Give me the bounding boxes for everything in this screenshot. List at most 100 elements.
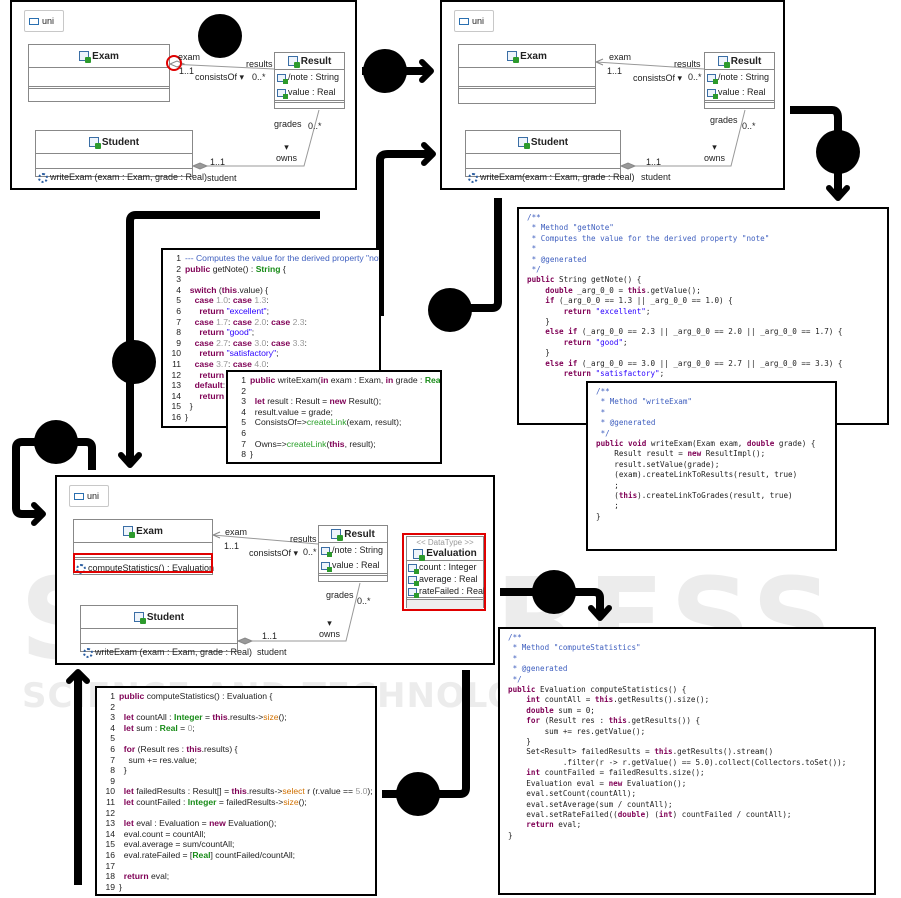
class-result[interactable]: Result /note : String value : Real	[318, 525, 388, 582]
code-line: 19}	[101, 882, 371, 893]
class-icon	[517, 137, 530, 149]
class-evaluation[interactable]: << DataType >> Evaluation count : Intege…	[406, 536, 485, 609]
attribute-icon	[408, 575, 419, 586]
attribute-value[interactable]: value : Real	[321, 558, 385, 573]
assoc-owns[interactable]: ▾owns	[319, 618, 341, 639]
code-line: }	[527, 317, 550, 327]
code-line: 1--- Computes the value for the derived …	[167, 253, 379, 264]
code-computestatistics-java: /** * Method "computeStatistics" * * @ge…	[498, 627, 876, 895]
class-exam[interactable]: Exam computeStatistics() : Evaluation	[73, 519, 214, 575]
code-line: return "excellent";	[563, 306, 651, 316]
assoc-consistsof[interactable]: consistsOf ▾	[195, 72, 245, 82]
code-line: 10 let failedResults : Result[] = this.r…	[101, 786, 372, 797]
line-number: 4	[176, 284, 181, 295]
line-number: 13	[105, 818, 115, 829]
connector-7	[500, 588, 604, 615]
attribute-value[interactable]: value : Real	[707, 85, 772, 100]
code-line: 10 return "satisfactory";	[167, 348, 375, 359]
package-tab[interactable]: uni	[69, 485, 109, 507]
code-line: }	[527, 348, 550, 358]
code-line: 4 switch (this.value) {	[167, 285, 375, 296]
line-number: 4	[241, 406, 246, 417]
attribute-note[interactable]: /note : String	[277, 70, 342, 85]
class-name: Result	[300, 55, 332, 67]
code-writeexam-java: /** * Method "writeExam" * * @generated …	[586, 381, 837, 551]
code-line: 7 sum += res.value;	[101, 755, 371, 766]
code-line: 9 case 2.7: case 3.0: case 3.3:	[167, 338, 375, 349]
code-line: *	[596, 407, 606, 417]
operation-icon	[83, 647, 93, 658]
class-icon	[133, 612, 146, 624]
operation-writeexam[interactable]: writeExam (exam : Exam, grade : Real)	[38, 170, 207, 185]
code-line: * @generated	[596, 418, 656, 428]
highlight-computestatistics	[73, 553, 213, 573]
attribute-average[interactable]: average : Real	[408, 573, 482, 586]
class-student[interactable]: Student writeExam (exam : Exam, grade : …	[35, 130, 207, 183]
attribute-icon	[321, 546, 332, 557]
code-line: /**	[527, 213, 541, 222]
code-line: eval.setRateFailed((double) (int) countF…	[508, 809, 792, 819]
code-line: * Computes the value for the derived pro…	[527, 233, 770, 243]
step-marker-1	[198, 14, 242, 58]
attribute-note[interactable]: /note : String	[707, 70, 772, 85]
attribute-icon	[408, 587, 419, 598]
attribute-value[interactable]: value : Real	[277, 85, 342, 100]
class-exam[interactable]: Exam	[28, 44, 170, 102]
code-line: 13 let eval : Evaluation = new Evaluatio…	[101, 818, 371, 829]
class-student[interactable]: Student writeExam(exam : Exam, grade : R…	[465, 130, 635, 183]
assoc-owns[interactable]: ▾owns	[704, 142, 726, 163]
arrowhead-4	[118, 452, 142, 468]
operation-writeexam[interactable]: writeExam (exam : Exam, grade : Real)	[83, 645, 252, 660]
operation-writeexam[interactable]: writeExam(exam : Exam, grade : Real)	[468, 170, 635, 185]
code-line: 3	[167, 274, 375, 285]
class-exam[interactable]: Exam	[458, 44, 596, 104]
uml-diagram-1: uni Exam Result /note : String value : R…	[10, 0, 357, 190]
code-line: 17	[101, 861, 371, 872]
attribute-icon	[277, 88, 288, 99]
package-tab[interactable]: uni	[24, 10, 64, 32]
code-line: return eval;	[526, 820, 582, 830]
package-icon	[29, 17, 39, 25]
line-number: 8	[110, 765, 115, 776]
line-number: 8	[176, 327, 181, 338]
attribute-ratefailed[interactable]: rateFailed : Real	[408, 585, 485, 598]
class-icon	[287, 56, 300, 68]
assoc-consistsof[interactable]: consistsOf ▾	[249, 548, 299, 558]
line-number: 7	[110, 754, 115, 765]
code-line: 4 let sum : Real = 0;	[101, 723, 371, 734]
line-number: 5	[176, 295, 181, 306]
class-result[interactable]: Result /note : String value : Real	[274, 52, 345, 109]
stereotype-label: << DataType >>	[416, 538, 474, 547]
line-number: 3	[176, 274, 181, 285]
code-line: 6 for (Result res : this.results) {	[101, 744, 371, 755]
connector-3	[376, 150, 430, 316]
line-number: 15	[171, 401, 181, 412]
package-tab[interactable]: uni	[454, 10, 494, 32]
step-marker-2	[363, 49, 407, 93]
highlight-evaluation	[402, 533, 486, 611]
code-line: result.setValue(grade);	[596, 459, 720, 469]
code-line: 11 case 3.7: case 4.0:	[167, 359, 375, 370]
class-student[interactable]: Student writeExam (exam : Exam, grade : …	[80, 605, 252, 658]
line-number: 16	[171, 411, 181, 422]
code-line: 14 eval.count = countAll;	[101, 829, 371, 840]
step-marker-3	[816, 130, 860, 174]
attribute-count[interactable]: count : Integer	[408, 561, 482, 574]
step-marker-5	[428, 288, 472, 332]
operation-icon	[468, 172, 478, 183]
code-line: 5 ConsistsOf=>createLink(exam, result);	[232, 417, 436, 428]
code-line: 8}	[232, 449, 436, 460]
code-line: Evaluation eval = new Evaluation();	[508, 778, 687, 788]
assoc-consistsof[interactable]: consistsOf ▾	[633, 73, 683, 83]
line-number: 9	[110, 775, 115, 786]
code-line: for (Result res : this.getResults()) {	[526, 716, 701, 726]
class-result[interactable]: Result /note : String value : Real	[704, 52, 775, 109]
datatype-icon	[413, 548, 426, 561]
class-icon	[717, 56, 730, 68]
code-line: Result result = new ResultImpl();	[596, 449, 766, 459]
assoc-owns[interactable]: ▾owns	[276, 142, 298, 163]
attribute-note[interactable]: /note : String	[321, 543, 385, 558]
code-line: ;	[596, 501, 619, 511]
association-lines	[594, 58, 746, 170]
